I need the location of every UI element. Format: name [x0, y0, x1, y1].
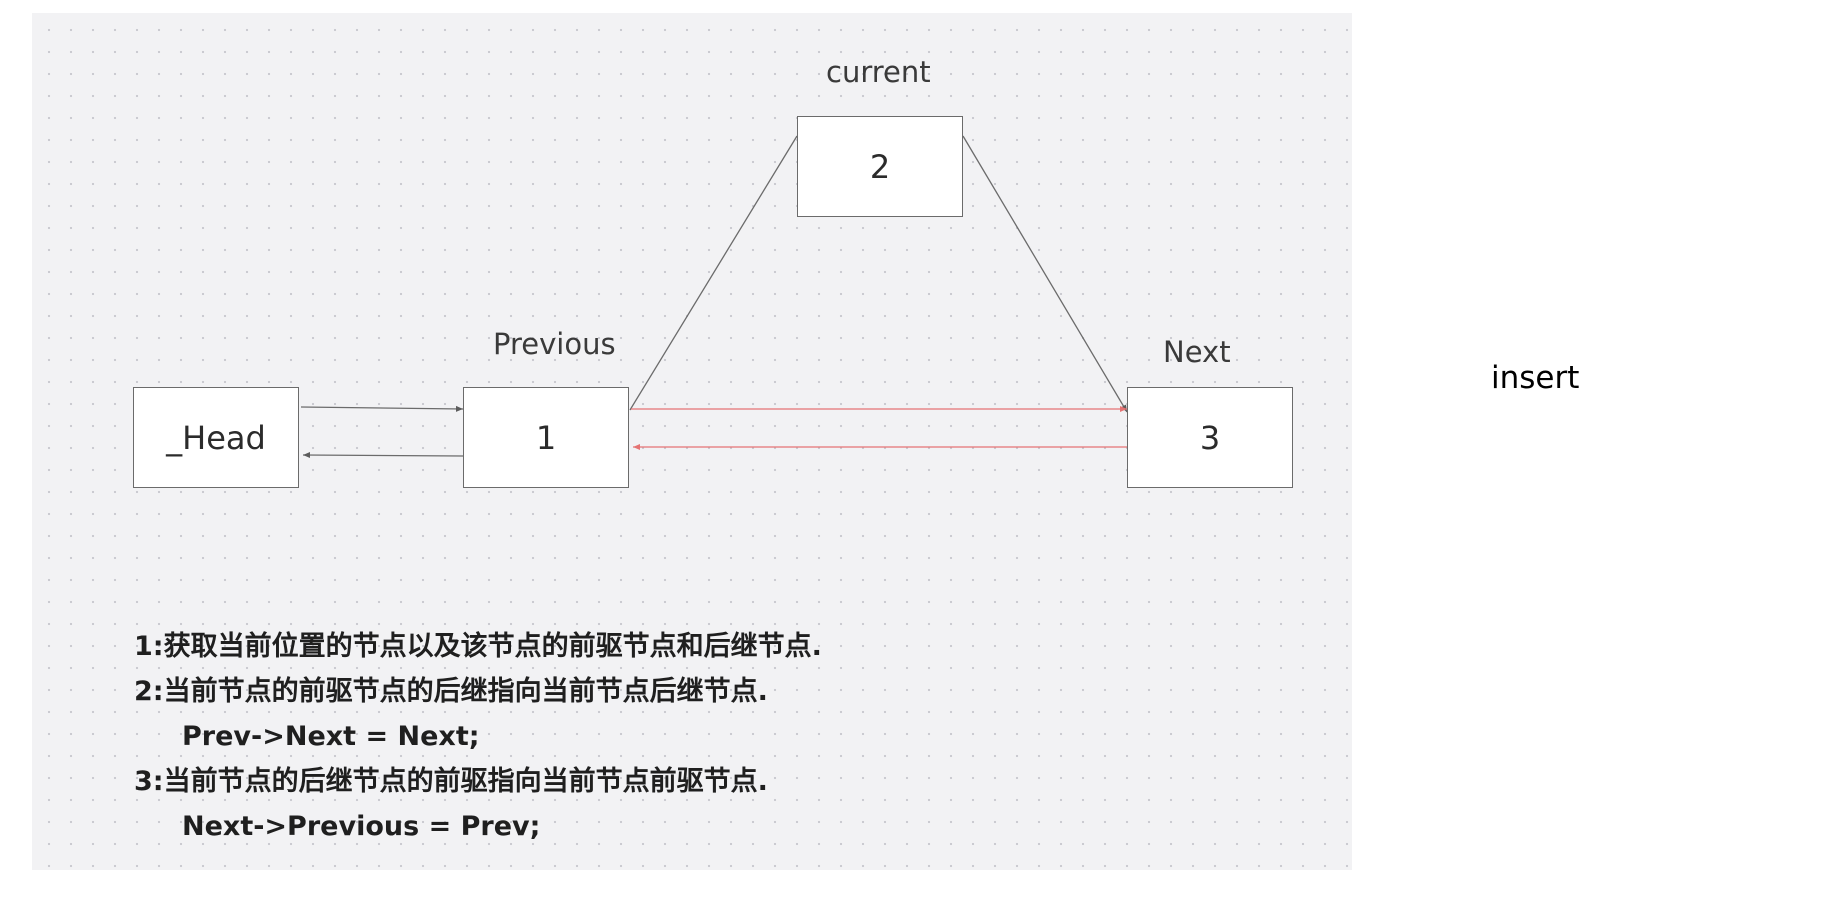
current-node[interactable]: 2	[797, 116, 963, 217]
insert-title: insert	[1491, 360, 1580, 396]
note-code-1: Prev->Next = Next;	[182, 721, 480, 752]
note-step-1: 1:获取当前位置的节点以及该节点的前驱节点和后继节点.	[134, 631, 822, 662]
previous-label: Previous	[493, 327, 616, 361]
current-label: current	[826, 55, 931, 89]
note-step-2: 2:当前节点的前驱节点的后继指向当前节点后继节点.	[134, 676, 768, 707]
next-label: Next	[1163, 335, 1231, 369]
notes-block: 1:获取当前位置的节点以及该节点的前驱节点和后继节点. 2:当前节点的前驱节点的…	[134, 624, 822, 849]
head-node[interactable]: _Head	[133, 387, 299, 488]
next-node[interactable]: 3	[1127, 387, 1293, 488]
note-step-3: 3:当前节点的后继节点的前驱指向当前节点前驱节点.	[134, 766, 768, 797]
previous-node[interactable]: 1	[463, 387, 629, 488]
note-code-2: Next->Previous = Prev;	[182, 811, 541, 842]
